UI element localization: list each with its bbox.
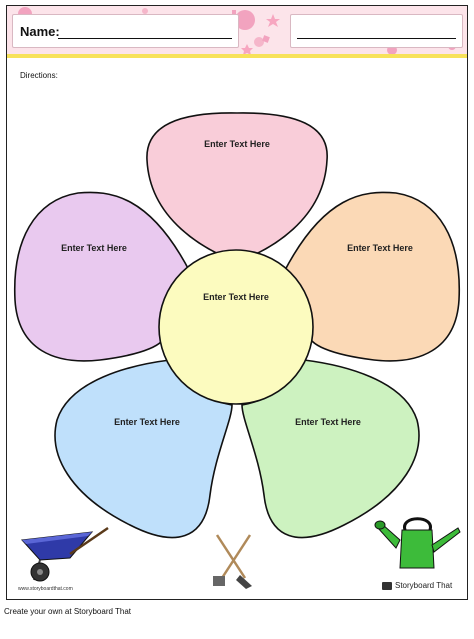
decor-star (266, 14, 280, 27)
petal-upper-left-text[interactable]: Enter Text Here (61, 243, 127, 253)
watering-can-icon (374, 517, 461, 569)
petal-lower-left[interactable] (54, 359, 233, 539)
center-text[interactable]: Enter Text Here (203, 292, 269, 302)
flower-center[interactable] (158, 249, 314, 405)
storyboard-that-logo[interactable]: Storyboard That (382, 581, 452, 590)
decor-circle (142, 8, 148, 14)
decor-square (232, 10, 236, 14)
garden-tools-icon (213, 534, 252, 589)
name-input-line[interactable] (58, 38, 232, 39)
decor-star (241, 44, 253, 55)
name-label: Name: (20, 24, 60, 39)
header-stripe (7, 54, 467, 58)
petal-lower-right[interactable] (241, 359, 420, 539)
petal-upper-right-text[interactable]: Enter Text Here (347, 243, 413, 253)
name-field-box[interactable]: Name: (12, 14, 239, 48)
bottom-caption[interactable]: Create your own at Storyboard That (4, 607, 132, 616)
petal-top[interactable] (146, 112, 328, 263)
second-field-box[interactable] (290, 14, 463, 48)
decor-square (262, 35, 270, 43)
petal-top-text[interactable]: Enter Text Here (204, 139, 270, 149)
logo-text: Storyboard That (395, 581, 453, 590)
second-input-line[interactable] (297, 38, 456, 39)
decor-circle (254, 37, 264, 47)
petal-lower-right-text[interactable]: Enter Text Here (295, 417, 361, 427)
petal-lower-left-text[interactable]: Enter Text Here (114, 417, 180, 427)
decor-circle (235, 10, 255, 30)
footer-url[interactable]: www.storyboardthat.com (18, 586, 73, 592)
storyboard-logo-icon (382, 581, 392, 590)
wheelbarrow-icon (20, 526, 109, 582)
directions-label: Directions: (20, 71, 58, 80)
header-bar: Name: (7, 6, 467, 58)
